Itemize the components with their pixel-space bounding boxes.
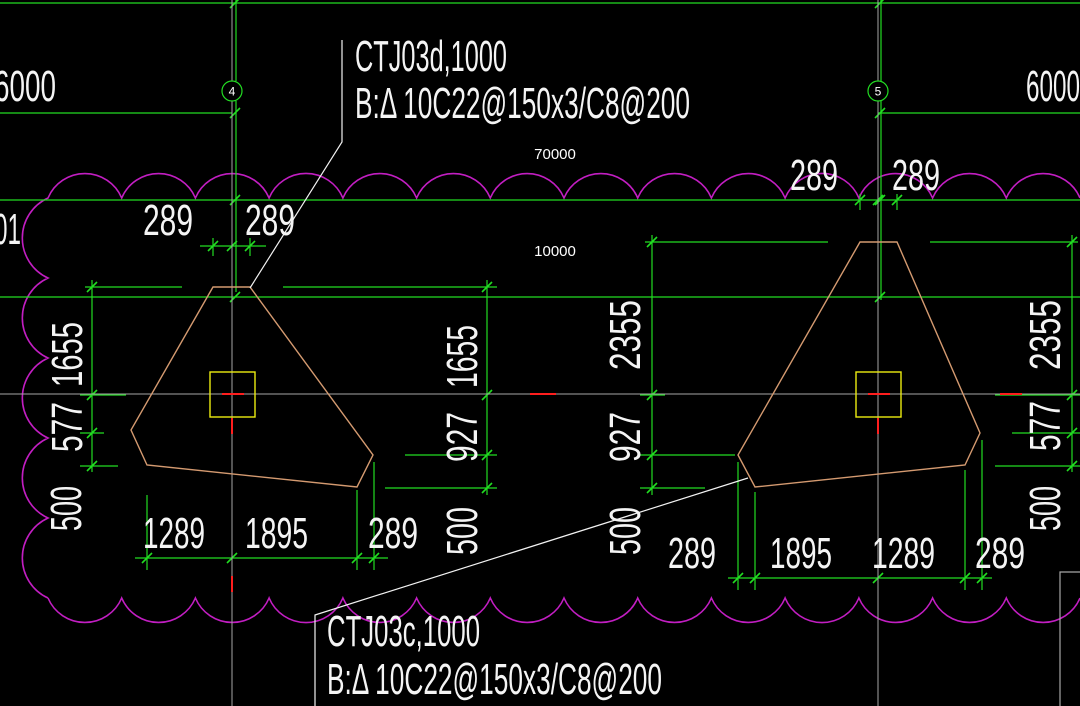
left-cap-top-dim-2: 289	[245, 196, 295, 245]
tick-mark	[646, 449, 658, 461]
tick-mark	[1066, 389, 1078, 401]
left-bay-dim-text: 6000	[0, 62, 56, 111]
right-cap-left-dim-1: 2355	[601, 300, 650, 370]
span-dim-text: 10000	[534, 243, 576, 260]
left-cap-bottom-dim-2: 1895	[245, 509, 308, 558]
dimension-lines	[0, 0, 1080, 590]
tick-mark	[244, 240, 256, 252]
right-cap-bottom-dim-1: 289	[668, 529, 716, 578]
right-cap-left-dim-2: 927	[601, 412, 650, 462]
edge-fragment-text: 01	[0, 205, 21, 254]
left-cap-rebar: B:Δ 10C22@150x3/C8@200	[355, 79, 690, 128]
column-outlines	[209, 371, 902, 418]
left-cap-bottom-dim-1: 1289	[143, 509, 205, 558]
right-cap-bottom-dim-4: 289	[975, 529, 1025, 578]
right-cap-bottom-dim-3: 1289	[872, 529, 935, 578]
tick-mark	[86, 281, 98, 293]
left-cap-top-dim-1: 289	[143, 196, 193, 245]
leader-lines	[249, 40, 749, 706]
tick-mark	[874, 0, 885, 9]
revision-cloud-layer	[21, 172, 1080, 624]
right-cap-right-dim-1: 2355	[1021, 300, 1070, 370]
left-cap-tag: CTJ03d,1000	[355, 32, 507, 81]
tick-mark	[86, 460, 98, 472]
tick-mark	[1066, 460, 1078, 472]
frame-corner	[1059, 571, 1080, 706]
grid-bubble-5	[867, 80, 889, 102]
tick-mark	[481, 449, 493, 461]
tick-mark	[481, 482, 493, 494]
right-cap-right-dim-3: 500	[1021, 486, 1070, 531]
tick-mark	[86, 427, 98, 439]
grid-bubble-4	[221, 80, 243, 102]
tick-mark	[351, 552, 363, 564]
tick-mark	[959, 572, 971, 584]
tick-mark	[891, 194, 903, 206]
tick-mark	[874, 291, 886, 303]
tick-mark	[976, 572, 988, 584]
right-cap-left-dim-3: 500	[601, 507, 650, 555]
tick-mark	[732, 572, 744, 584]
left-cap-bottom-dim-3: 289	[368, 509, 418, 558]
left-cap-left-dim-2: 577	[43, 402, 92, 452]
grid-label-4: 4	[229, 85, 236, 99]
tick-mark	[368, 552, 380, 564]
tick-mark	[86, 389, 98, 401]
tick-mark	[141, 552, 153, 564]
tick-mark	[646, 236, 658, 248]
left-cap-left-dim-3: 500	[42, 486, 91, 531]
revision-cloud	[21, 172, 1080, 624]
right-bay-dim-text: 6000	[1026, 62, 1080, 111]
right-pile-cap-outline	[737, 241, 981, 488]
tick-mark	[874, 107, 886, 119]
right-cap-top-dim-1: 289	[790, 151, 838, 200]
annotation-text: 4 5 6000 6000 70000 10000 01 CTJ03d,1000…	[0, 32, 1080, 704]
grid-label-5: 5	[875, 85, 882, 99]
grid-bubbles	[221, 80, 889, 102]
right-cap-tag: CTJ03c,1000	[327, 607, 480, 656]
left-column-outline	[209, 371, 256, 418]
left-cap-right-dim-3: 500	[438, 507, 487, 555]
tick-mark	[874, 194, 886, 206]
tick-mark	[1066, 427, 1078, 439]
right-cap-leader-line	[314, 477, 749, 706]
tick-mark	[207, 240, 219, 252]
pile-cap-outlines	[130, 241, 981, 488]
left-cap-right-dim-2: 927	[438, 412, 487, 462]
tick-mark	[481, 389, 493, 401]
tick-mark	[646, 482, 658, 494]
right-cap-rebar: B:Δ 10C22@150x3/C8@200	[327, 655, 662, 704]
tick-mark	[481, 281, 493, 293]
center-marks	[222, 393, 1022, 592]
tick-mark	[749, 572, 761, 584]
total-dim-text: 70000	[534, 146, 576, 163]
right-cap-bottom-dim-2: 1895	[770, 529, 832, 578]
tick-mark	[854, 194, 866, 206]
right-cap-right-dim-2: 577	[1021, 401, 1070, 451]
right-cap-top-dim-2: 289	[892, 151, 940, 200]
left-cap-left-dim-1: 1655	[43, 322, 92, 387]
left-cap-leader-line	[249, 40, 343, 289]
tick-mark	[1066, 236, 1078, 248]
tick-mark	[646, 389, 658, 401]
left-pile-cap-outline	[130, 286, 374, 488]
left-cap-right-dim-1: 1655	[438, 325, 487, 388]
right-column-outline	[855, 371, 902, 418]
